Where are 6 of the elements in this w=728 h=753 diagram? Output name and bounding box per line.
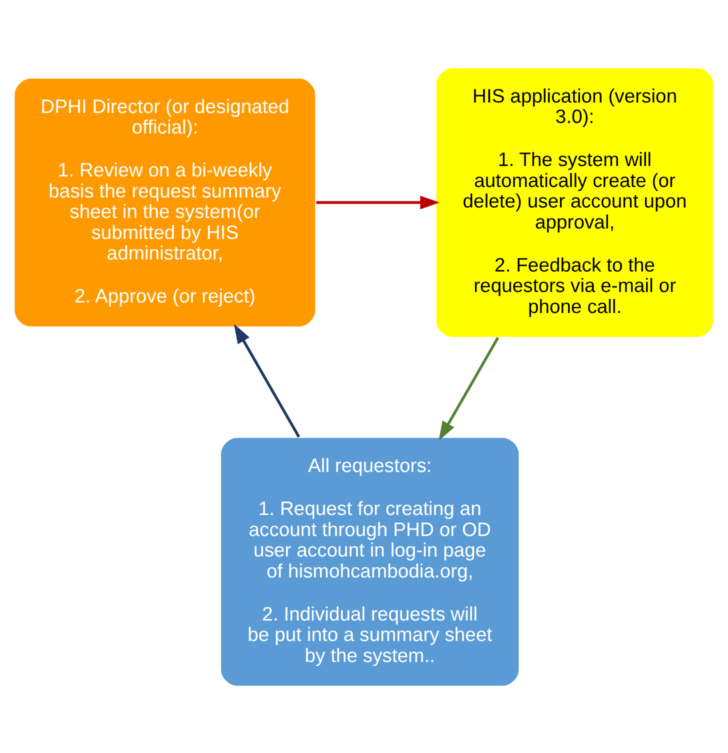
arrow xyxy=(234,324,300,438)
node-box: DPHI Director (or designated official): 1. Review on a bi-weekly basis the request summary sheet in the system(or submitted by HIS administrator, 2. Approve (or reject) xyxy=(13,76,317,328)
arrow xyxy=(316,195,440,209)
node-box: All requestors: 1. Request for creating an account through PHD or OD user account in log-in page of hismohcambodia.org, 2. Individual requests will be put into a summary sheet by the system.. xyxy=(220,436,520,687)
arrow xyxy=(438,336,500,440)
node-box: HIS application (version 3.0): 1. The system will automatically create (or delete) user account upon approval, 2. Feedback to the requestors via e-mail or phone call. xyxy=(434,66,715,338)
